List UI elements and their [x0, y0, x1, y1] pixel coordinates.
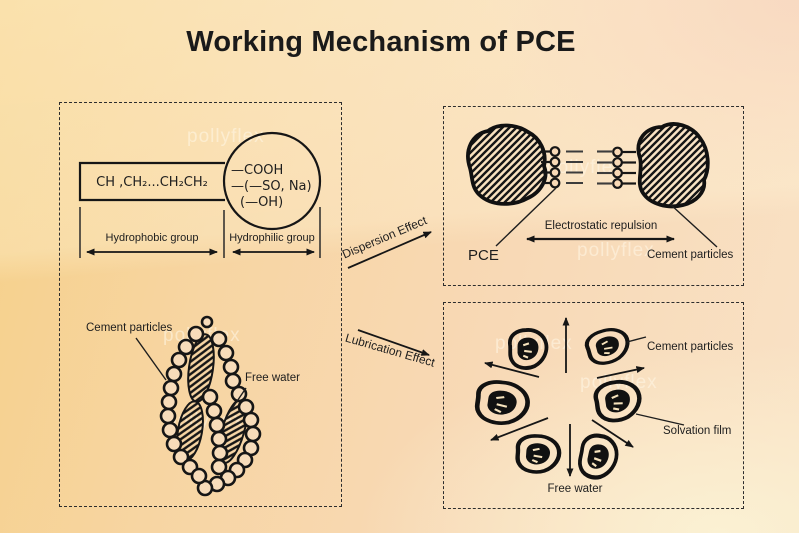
- cement-particles-label: Cement particles: [647, 341, 734, 353]
- pce-pointer-line: [495, 187, 557, 247]
- lubrication-figure: Cement particles Solvation film Free wat…: [474, 316, 734, 495]
- cement-particles-pointer-line: [669, 203, 718, 248]
- molecule-chain-rectangle: [78, 161, 225, 202]
- page-title: Working Mechanism of PCE: [186, 26, 576, 58]
- adsorbed-pce-chains: [541, 146, 636, 189]
- measure-ticks: [79, 207, 321, 258]
- solvation-film-label: Solvation film: [663, 425, 731, 437]
- chain-formula: CH ,CH₂...CH₂CH₂: [96, 175, 208, 190]
- effect-arrows: Dispersion Effect Lubrication Effect: [340, 213, 437, 370]
- dispersion-figure: Electrostatic repulsion PCE Cement parti…: [466, 122, 734, 264]
- dispersion-panel-box: [443, 106, 744, 286]
- lubrication-panel-box: [443, 302, 744, 509]
- cement-particles-pointer-line: [135, 337, 167, 381]
- free-water-pointer-line: [226, 387, 247, 417]
- free-water-label: Free water: [548, 483, 603, 495]
- flocculated-cement-cluster: [159, 315, 262, 497]
- charge-dashes: [566, 150, 613, 185]
- cement-particles-label: Cement particles: [86, 322, 173, 334]
- pce-molecule-figure: CH ,CH₂...CH₂CH₂ —COOH —(—SO, Na) (—OH) …: [78, 131, 322, 258]
- solvation-film-pointer-line: [635, 413, 685, 426]
- molecule-panel-box: [59, 102, 342, 507]
- dispersed-cement-particles: [474, 328, 642, 480]
- electrostatic-repulsion-label: Electrostatic repulsion: [545, 220, 658, 232]
- flocculation-figure: Cement particles Free water: [86, 315, 300, 497]
- cement-particles-label: Cement particles: [647, 249, 734, 261]
- head-group-oh: (—OH): [240, 195, 283, 210]
- lubrication-effect-label: Lubrication Effect: [344, 331, 437, 370]
- cement-particles-pointer-line: [626, 336, 647, 343]
- head-group-so-na: —(—SO, Na): [231, 179, 312, 194]
- cement-particle-left: [466, 123, 548, 206]
- cement-particle-right: [636, 122, 710, 209]
- pce-label: PCE: [468, 247, 499, 264]
- free-water-label: Free water: [245, 372, 300, 384]
- head-group-cooh: —COOH: [231, 163, 283, 178]
- hydrophilic-group-label: Hydrophilic group: [229, 232, 315, 244]
- repulsion-radiating-arrows: [484, 316, 645, 478]
- lubrication-effect-arrow: [357, 329, 430, 356]
- hydrophobic-group-label: Hydrophobic group: [106, 232, 199, 244]
- molecule-head-circle: [222, 131, 322, 231]
- dispersion-effect-arrow: [347, 231, 432, 269]
- dispersion-effect-label: Dispersion Effect: [340, 213, 429, 262]
